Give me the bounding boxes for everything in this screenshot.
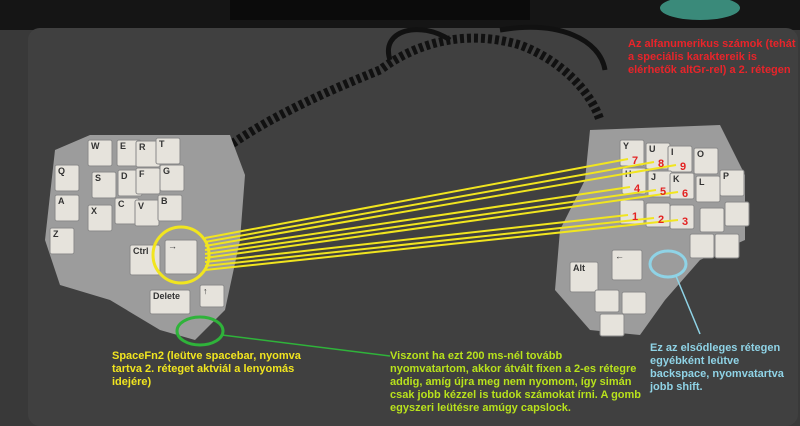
- layer2-number: 4: [634, 183, 641, 195]
- key: [149, 289, 191, 315]
- key: [157, 194, 183, 222]
- key-label: T: [159, 139, 165, 149]
- key-label: X: [91, 206, 97, 216]
- key-label: →: [168, 241, 177, 251]
- layer-arrow-line: [204, 217, 655, 267]
- key: [87, 204, 113, 232]
- monitor-base: [230, 0, 530, 20]
- key-label: W: [91, 141, 100, 151]
- key: [199, 284, 225, 308]
- right-thumb-keys: ← Alt: [569, 249, 647, 337]
- key-label: P: [723, 171, 729, 181]
- key-label: U: [649, 144, 656, 154]
- red-annotation: Az alfanumerikus számok (tehát a speciál…: [628, 38, 796, 76]
- left-thumb-keys: Ctrl → ↑ Delete: [129, 239, 225, 315]
- key-label: A: [58, 196, 65, 206]
- layer-arrow-line: [204, 186, 631, 251]
- key: [91, 171, 117, 199]
- green-pointer: [221, 334, 391, 357]
- key: [599, 313, 625, 337]
- key-label: O: [697, 149, 704, 159]
- key-label: Alt: [573, 263, 585, 273]
- key-label: B: [161, 196, 168, 206]
- capslock-key-highlight: [175, 315, 225, 347]
- key: [621, 291, 647, 315]
- key: [669, 204, 695, 230]
- key: [87, 139, 113, 167]
- key: [611, 249, 643, 281]
- key-label: L: [699, 177, 705, 187]
- key: [49, 227, 75, 255]
- key: [724, 201, 750, 227]
- key: [155, 137, 181, 165]
- right-keys: YUIOHJKLP: [619, 139, 750, 259]
- key: [54, 194, 80, 222]
- key-label: ↑: [203, 286, 208, 296]
- key: [594, 289, 620, 313]
- key: [693, 147, 719, 175]
- key-label: Y: [623, 141, 629, 151]
- key: [714, 233, 740, 259]
- key: [699, 207, 725, 233]
- key-label: S: [95, 173, 101, 183]
- yellow-annotation: SpaceFn2 (leütve spacebar, nyomva tartva…: [112, 350, 301, 388]
- layer2-number: 5: [660, 186, 666, 198]
- coiled-cable: [207, 33, 605, 164]
- layer-arrow-line: [204, 191, 679, 259]
- layer2-number: 6: [682, 188, 688, 200]
- layer-arrow-line: [204, 161, 655, 243]
- key-label: ←: [615, 251, 624, 261]
- backspace-key-highlight: [648, 249, 688, 279]
- key-label: Z: [53, 229, 59, 239]
- key-label: D: [121, 171, 128, 181]
- cable: [385, 24, 608, 71]
- key-label: K: [673, 174, 680, 184]
- green-annotation: Viszont ha ezt 200 ms-nél tovább nyomvat…: [390, 350, 642, 414]
- layer2-number: 3: [682, 216, 688, 228]
- cyan-annotation: Ez az elsődleges rétegen egyébként leütv…: [650, 342, 784, 393]
- layer-arrow-line: [204, 214, 629, 263]
- layer2-number: 8: [658, 158, 664, 170]
- key-label: G: [163, 166, 170, 176]
- key-label: J: [651, 172, 656, 182]
- cable-bundle: [660, 0, 740, 20]
- key: [719, 169, 745, 197]
- layer2-number: 7: [632, 155, 638, 167]
- key: [569, 261, 599, 293]
- key-label: I: [671, 147, 674, 157]
- key-label: Q: [58, 166, 65, 176]
- spacefn-key-highlight: [151, 225, 211, 285]
- key-label: R: [139, 142, 146, 152]
- cyan-pointer: [675, 275, 701, 335]
- key-label: C: [118, 199, 125, 209]
- key: [164, 239, 198, 275]
- left-keys: W E R T Q S D F G A X C V B Z: [49, 137, 185, 255]
- key-label: Delete: [153, 291, 180, 301]
- key-label: V: [138, 201, 144, 211]
- key-label: E: [120, 141, 126, 151]
- key: [159, 164, 185, 192]
- layer-arrow-line: [204, 189, 657, 255]
- layer2-number: 9: [680, 161, 686, 173]
- layer-arrows: [204, 158, 679, 271]
- key: [689, 233, 715, 259]
- layer-arrow-line: [204, 219, 679, 271]
- key-label: Ctrl: [133, 246, 149, 256]
- key-label: F: [139, 169, 145, 179]
- layer2-number: 1: [632, 211, 638, 223]
- layer2-number: 2: [658, 214, 664, 226]
- layer-arrow-line: [204, 164, 677, 247]
- key: [54, 164, 80, 192]
- layer-arrow-line: [204, 158, 629, 239]
- layer2-numbers: 7 8 9 4 5 6 1 2 3: [632, 155, 688, 228]
